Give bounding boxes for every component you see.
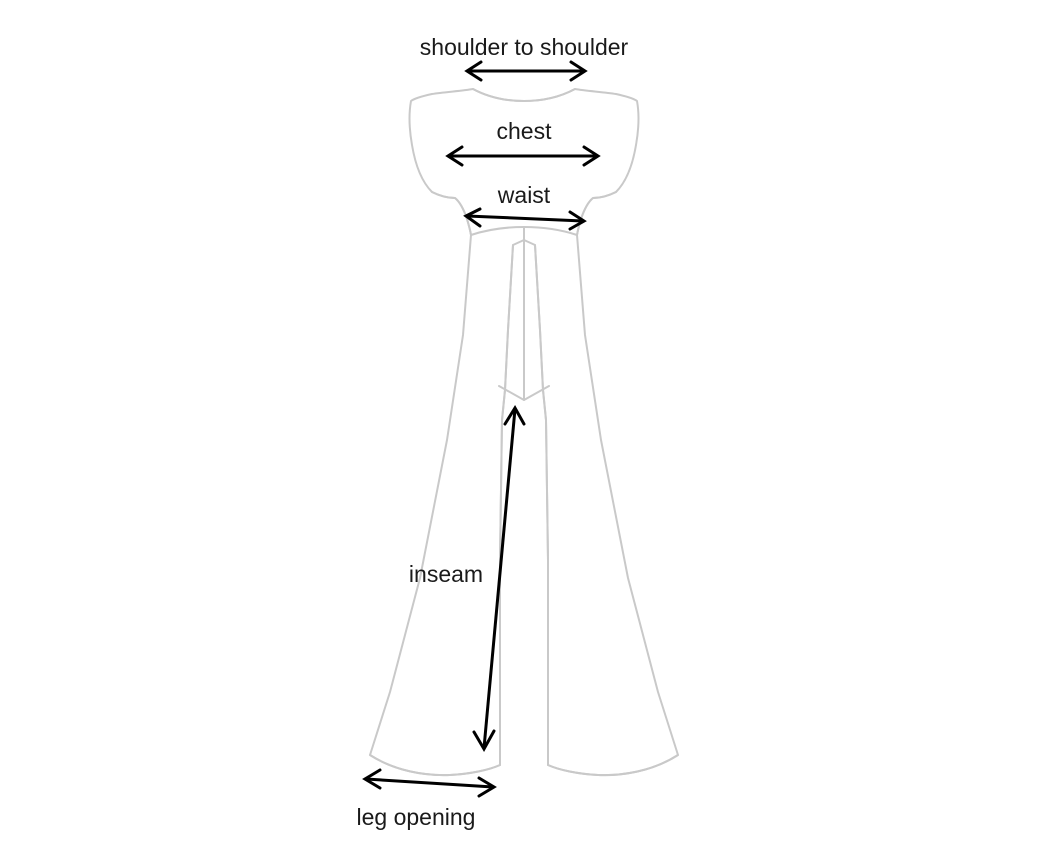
inseam-arrowhead-top xyxy=(503,405,526,426)
right-hem-line xyxy=(547,754,679,777)
leg-opening-label: leg opening xyxy=(357,804,476,830)
measurement-waist: waist xyxy=(463,182,587,231)
right-inner-leg-seam xyxy=(534,244,549,766)
shoulder-to-shoulder-arrowhead-left xyxy=(464,60,483,82)
shoulder-to-shoulder-label: shoulder to shoulder xyxy=(420,34,629,60)
right-sleeve-seam xyxy=(576,191,617,236)
inseam-arrowhead-bottom xyxy=(472,729,496,753)
left-hem-line xyxy=(369,754,501,777)
chest-arrowhead-left xyxy=(445,145,464,167)
leg-opening-arrowhead-right xyxy=(477,776,497,798)
left-sleeve-seam xyxy=(431,191,472,236)
neckline-seam xyxy=(472,88,576,102)
waist-arrowhead-left xyxy=(463,207,482,228)
chest-arrowhead-right xyxy=(582,145,601,167)
leg-opening-arrow-line xyxy=(365,777,494,789)
garment-outline-group xyxy=(369,88,679,777)
inseam-label: inseam xyxy=(409,561,483,587)
waist-label: waist xyxy=(497,182,551,208)
left-inner-leg-seam xyxy=(499,244,514,766)
shoulder-to-shoulder-arrowhead-right xyxy=(569,60,588,82)
measurement-leg-opening: leg opening xyxy=(357,768,497,830)
inseam-arrow-line xyxy=(482,408,517,749)
measurement-inseam: inseam xyxy=(409,405,526,753)
crotch-chevron-seam xyxy=(498,385,550,401)
measurement-chest: chest xyxy=(445,118,601,167)
waist-arrowhead-right xyxy=(568,210,587,231)
chest-label: chest xyxy=(497,118,553,144)
waist-arrow-line xyxy=(466,214,584,223)
measurement-shoulder-to-shoulder: shoulder to shoulder xyxy=(420,34,629,82)
leg-opening-arrowhead-left xyxy=(362,768,382,790)
